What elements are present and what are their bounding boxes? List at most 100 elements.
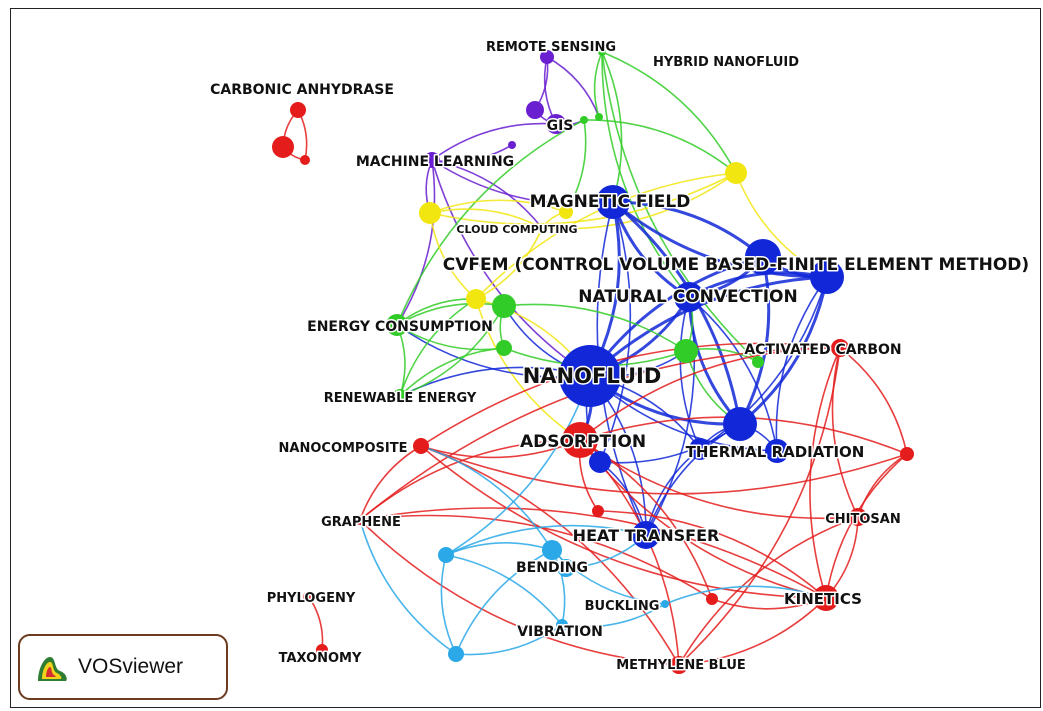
label-bending[interactable]: BENDING [515,559,590,578]
label-activated-carbon[interactable]: ACTIVATED CARBON [743,341,903,360]
node-kinetics[interactable] [813,585,839,611]
node-bending[interactable] [542,540,562,560]
label-hybrid-nanofluid[interactable]: HYBRID NANOFLUID [651,54,800,72]
node-gis[interactable] [546,114,566,134]
node-methylene-blue[interactable] [670,656,688,674]
node-activated-carbon[interactable] [831,339,849,357]
label-remote-sensing[interactable]: REMOTE SENSING [484,39,617,57]
edge-hybrid_nanofluid-yel_top [601,51,737,174]
label-vibration[interactable]: VIBRATION [516,623,605,642]
edge-magnetic_field-fem_node [612,200,828,279]
label-machine-learning[interactable]: MACHINE LEARNING [354,153,515,172]
node-yel-a[interactable] [419,202,441,224]
node-pur-b[interactable] [508,141,516,149]
node-thermal-radiation[interactable] [723,407,757,441]
node-yel-c[interactable] [466,289,486,309]
node-ca-c[interactable] [300,155,310,165]
node-grn-e[interactable] [674,339,698,363]
node-yel-top[interactable] [725,162,747,184]
node-grn-d[interactable] [496,340,512,356]
node-graphene[interactable] [355,515,365,525]
edge-chitosan-red_right [857,453,908,518]
node-renewable-energy[interactable] [393,389,407,403]
label-phylogeny[interactable]: PHYLOGENY [265,590,357,608]
edge-gis-machine_learning [431,122,557,161]
edge-nanocomposite-graphene [359,445,422,521]
edge-activated_carbon-red_right [839,347,908,455]
node-nanofluid[interactable] [559,345,621,407]
node-phylogeny[interactable] [303,591,315,603]
node-cyn-a[interactable] [438,547,454,563]
node-red-b[interactable] [706,593,718,605]
node-heat-transfer[interactable] [632,521,660,549]
label-buckling[interactable]: BUCKLING [583,598,661,616]
label-graphene[interactable]: GRAPHENE [320,514,403,532]
node-grn-c[interactable] [492,294,516,318]
node-magnetic-field[interactable] [596,185,630,219]
node-carbonic-anhydrase[interactable] [290,102,306,118]
label-gis[interactable]: GIS [545,117,575,136]
label-carbonic-anhydrase[interactable]: CARBONIC ANHYDRASE [209,81,396,100]
edge-renewable_energy-grn_d [399,347,505,397]
label-energy-consumption[interactable]: ENERGY CONSUMPTION [306,318,495,337]
label-magnetic-field[interactable]: MAGNETIC FIELD [528,191,692,214]
labels-layer: CARBONIC ANHYDRASE REMOTE SENSING GIS MACHI… [209,39,1031,675]
node-red-a[interactable] [592,505,604,517]
node-blu-a[interactable] [745,239,781,275]
label-methylene-blue[interactable]: METHYLENE BLUE [615,657,748,675]
node-fem-node[interactable] [810,260,844,294]
node-grn-b[interactable] [595,113,603,121]
edge-yel_a-cloud_computing [429,208,543,229]
node-blu-c[interactable] [689,438,711,460]
edge-grn_a-yel_top [583,119,737,174]
edge-cyn_c-graphene [359,519,457,655]
node-nanocomposite[interactable] [413,438,429,454]
node-chitosan[interactable] [849,508,867,526]
label-taxonomy[interactable]: TAXONOMY [277,650,363,668]
node-grn-f[interactable] [752,356,764,368]
node-grn-a[interactable] [580,116,588,124]
label-cloud-computing[interactable]: CLOUD COMPUTING [455,222,579,238]
node-energy-consumption[interactable] [386,314,408,336]
node-ca-b[interactable] [272,136,294,158]
node-pur-a[interactable] [526,101,544,119]
node-blu-d[interactable] [765,439,789,463]
node-taxonomy[interactable] [316,644,328,656]
edge-blu_a-thermal_radiation [738,256,771,425]
edge-pur_b-machine_learning [431,144,513,163]
edge-activated_carbon-nanocomposite [420,342,841,447]
node-remote-sensing[interactable] [540,50,554,64]
node-buckling[interactable] [661,600,669,608]
label-adsorption[interactable]: ADSORPTION [518,431,647,454]
label-nanofluid[interactable]: NANOFLUID [521,363,663,390]
label-heat-transfer[interactable]: HEAT TRANSFER [571,525,721,547]
edge-chitosan-methylene_blue [678,516,859,666]
edge-cyn_a-cyn_c [440,554,457,655]
node-adsorption[interactable] [562,422,598,458]
node-natural-convection[interactable] [674,282,704,312]
node-red-right[interactable] [900,447,914,461]
label-renewable-energy[interactable]: RENEWABLE ENERGY [322,390,478,408]
edge-hybrid_nanofluid-grn_b [593,51,603,118]
node-yel-b[interactable] [559,205,573,219]
node-hybrid-nanofluid[interactable] [598,48,606,56]
node-cyn-b[interactable] [557,559,575,577]
label-kinetics[interactable]: KINETICS [783,589,864,610]
label-nanocomposite[interactable]: NANOCOMPOSITE [277,440,409,458]
edge-adsorption-nanocomposite [420,439,581,459]
node-cloud-computing[interactable] [537,223,547,233]
label-natural-convection[interactable]: NATURAL CONVECTION [577,286,799,309]
node-cyn-c[interactable] [448,646,464,662]
edge-magnetic_field-blu_a [612,200,764,259]
node-machine-learning[interactable] [424,152,440,168]
edge-natural_convection-blu_c [679,296,701,450]
edge-remote_sensing-gis [543,56,557,125]
node-vibration[interactable] [556,619,568,631]
label-chitosan[interactable]: CHITOSAN [824,511,902,529]
node-blu-b[interactable] [589,451,611,473]
edge-cyn_a-heat_transfer [445,524,647,556]
label-cvfem[interactable]: CVFEM (CONTROL VOLUME BASED-FINITE ELEME… [441,254,1030,277]
label-thermal-radiation[interactable]: THERMAL RADIATION [684,442,866,463]
edge-yel_c-cloud_computing [475,227,543,300]
